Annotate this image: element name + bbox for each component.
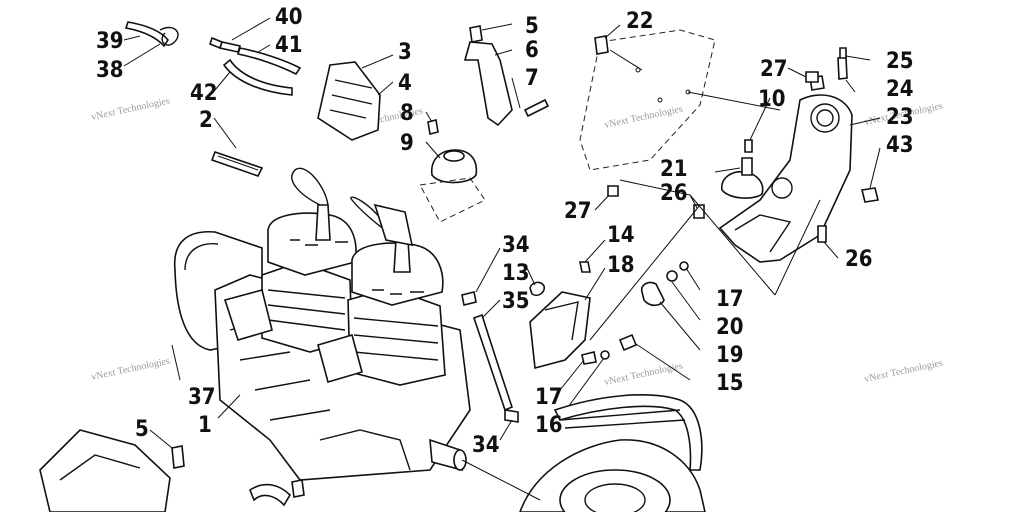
callout-17-right: 17 [716,287,744,312]
watermark: vNext Technologies [603,361,684,388]
engine-assembly [173,167,471,481]
callout-24: 24 [886,77,914,102]
callout-34-top: 34 [502,233,530,258]
callout-5-bottom: 5 [135,417,149,442]
fuel-hose [171,247,519,441]
callout-15: 15 [716,371,744,396]
callout-34-bottom: 34 [472,433,500,458]
drive-clutch [461,394,707,517]
callout-6: 6 [525,38,539,63]
watermark: vNext Technologies [603,104,684,131]
callout-18: 18 [607,253,635,278]
callout-17-left: 17 [535,385,563,410]
callout-43: 43 [886,133,914,158]
callout-26-mid: 26 [660,181,688,206]
callout-41: 41 [275,33,303,58]
leader-lines-top-left [123,17,271,91]
callout-3: 3 [398,40,412,65]
callout-7: 7 [525,66,539,91]
callout-1: 1 [198,413,212,438]
callout-labels: 39 38 40 41 42 2 3 4 8 9 5 6 7 22 27 10 … [96,5,914,458]
callout-10: 10 [758,87,786,112]
strut-plate [579,24,781,171]
callout-13: 13 [502,261,530,286]
callout-14: 14 [607,223,635,248]
callout-26-bottom: 26 [845,247,873,272]
callout-4: 4 [398,71,412,96]
callout-5-top: 5 [525,14,539,39]
callout-35: 35 [502,289,530,314]
callout-25: 25 [886,49,914,74]
reed-bracket [210,54,394,177]
callout-16: 16 [535,413,563,438]
watermark: vNext Technologies [90,96,171,123]
callout-27-left: 27 [564,199,592,224]
lower-mount-bracket [39,429,305,513]
callout-40: 40 [275,5,303,30]
callout-19: 19 [716,343,744,368]
lower-strut-parts [526,204,701,419]
callout-8: 8 [400,101,414,126]
watermark: vNext Technologies [90,356,171,383]
watermark: vNext Technologies [863,358,944,385]
callout-9: 9 [400,131,414,156]
right-mount-bracket [594,47,881,296]
engine-mount-top [419,23,550,223]
callout-23: 23 [886,105,914,130]
callout-27-top: 27 [760,57,788,82]
callout-39: 39 [96,29,124,54]
callout-38: 38 [96,58,124,83]
callout-20: 20 [716,315,744,340]
callout-21: 21 [660,157,688,182]
callout-42: 42 [190,81,218,106]
callout-22: 22 [626,9,654,34]
hose-assembly [124,21,302,96]
callout-37: 37 [188,385,216,410]
callout-2: 2 [199,108,213,133]
